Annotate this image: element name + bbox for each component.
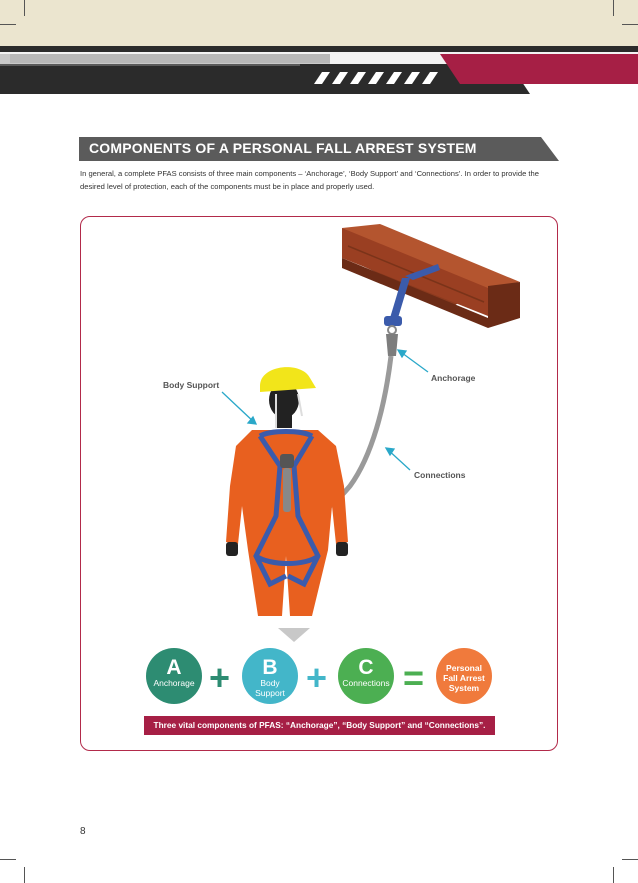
arrow-down-icon bbox=[278, 628, 310, 642]
callout-anchorage: Anchorage bbox=[431, 373, 476, 383]
intro-paragraph: In general, a complete PFAS consists of … bbox=[80, 169, 539, 191]
crop-mark bbox=[622, 859, 638, 860]
pfas-illustration bbox=[221, 224, 520, 642]
crop-mark bbox=[622, 24, 638, 25]
result-line-1: Personal bbox=[446, 663, 482, 673]
section-title-bar: COMPONENTS OF A PERSONAL FALL ARREST SYS… bbox=[79, 137, 559, 161]
result-line-2: Fall Arrest bbox=[443, 673, 485, 683]
plus-icon: + bbox=[306, 657, 328, 698]
crop-mark bbox=[613, 0, 614, 16]
component-c-label: Connections bbox=[342, 678, 390, 688]
equals-icon: = bbox=[403, 657, 425, 698]
crop-mark bbox=[24, 867, 25, 883]
figure-frame bbox=[80, 216, 558, 751]
crop-mark bbox=[24, 0, 25, 16]
shock-absorber bbox=[283, 468, 291, 512]
component-a-letter: A bbox=[166, 656, 182, 679]
helmet-icon bbox=[260, 367, 316, 392]
crop-mark bbox=[613, 867, 614, 883]
figure-caption: Three vital components of PFAS: “Anchora… bbox=[144, 716, 495, 735]
d-ring-icon bbox=[280, 454, 294, 468]
component-b-circle: B Body Support bbox=[242, 648, 298, 704]
component-c-letter: C bbox=[358, 656, 374, 679]
worker-body bbox=[226, 430, 348, 616]
section-title: COMPONENTS OF A PERSONAL FALL ARREST SYS… bbox=[89, 140, 477, 156]
component-b-letter: B bbox=[262, 656, 278, 679]
anchor-beam bbox=[342, 224, 520, 328]
component-b-label-2: Support bbox=[255, 688, 285, 698]
worker-head bbox=[260, 367, 316, 428]
page-number: 8 bbox=[80, 826, 86, 837]
component-c-circle: C Connections bbox=[338, 648, 394, 704]
harness bbox=[253, 429, 321, 588]
pfas-result-circle: Personal Fall Arrest System bbox=[436, 648, 492, 704]
callout-body-support: Body Support bbox=[163, 380, 220, 390]
anchor-strap bbox=[384, 264, 440, 335]
callout-connections: Connections bbox=[414, 470, 466, 480]
header-stripes bbox=[0, 46, 638, 94]
component-a-circle: A Anchorage bbox=[146, 648, 202, 704]
crop-mark bbox=[0, 859, 16, 860]
callout-arrows bbox=[221, 349, 429, 471]
crop-mark bbox=[0, 24, 16, 25]
header-band bbox=[0, 0, 638, 46]
snap-hook-icon bbox=[386, 334, 398, 356]
component-b-label-1: Body bbox=[260, 678, 280, 688]
result-line-3: System bbox=[448, 683, 480, 693]
plus-icon: + bbox=[209, 657, 231, 698]
component-a-label: Anchorage bbox=[153, 678, 195, 688]
